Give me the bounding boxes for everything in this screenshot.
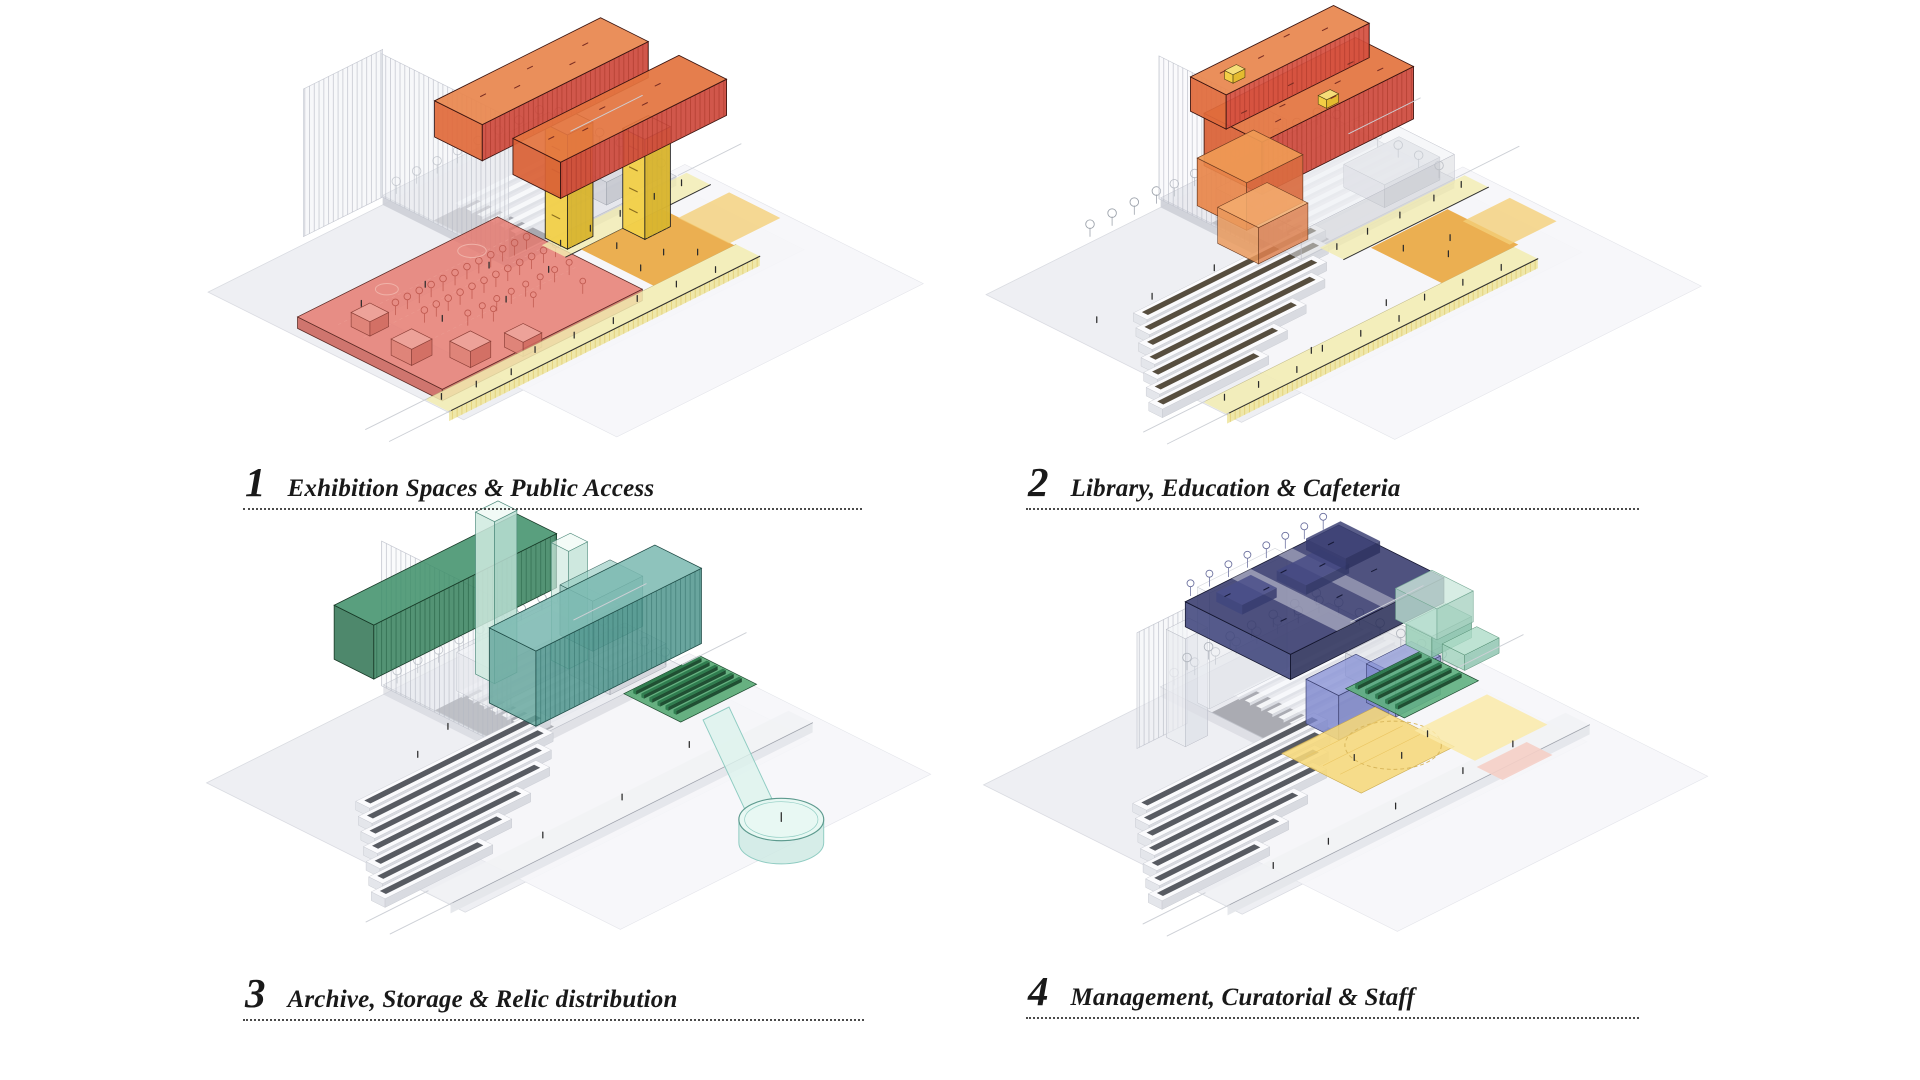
panel-title: Library, Education & Cafeteria bbox=[1070, 475, 1401, 502]
axonometric-diagram-management bbox=[945, 488, 1755, 966]
panel-number: 2 bbox=[1028, 459, 1049, 505]
axonometric-diagram-archive bbox=[168, 485, 978, 965]
panel-number: 1 bbox=[245, 459, 266, 505]
axonometric-diagram-exhibition bbox=[170, 0, 970, 470]
panel-caption-3: 3 Archive, Storage & Relic distribution bbox=[243, 973, 864, 1021]
panel-caption-1: 1 Exhibition Spaces & Public Access bbox=[243, 462, 862, 510]
panel-number: 4 bbox=[1028, 968, 1049, 1014]
panel-caption-2: 2 Library, Education & Cafeteria bbox=[1026, 462, 1639, 510]
panel-caption-4: 4 Management, Curatorial & Staff bbox=[1026, 971, 1639, 1019]
panel-title: Archive, Storage & Relic distribution bbox=[287, 986, 678, 1013]
panel-title: Management, Curatorial & Staff bbox=[1070, 984, 1415, 1011]
panel-title: Exhibition Spaces & Public Access bbox=[287, 475, 655, 502]
axonometric-diagram-library bbox=[948, 5, 1748, 470]
panel-number: 3 bbox=[245, 970, 266, 1016]
